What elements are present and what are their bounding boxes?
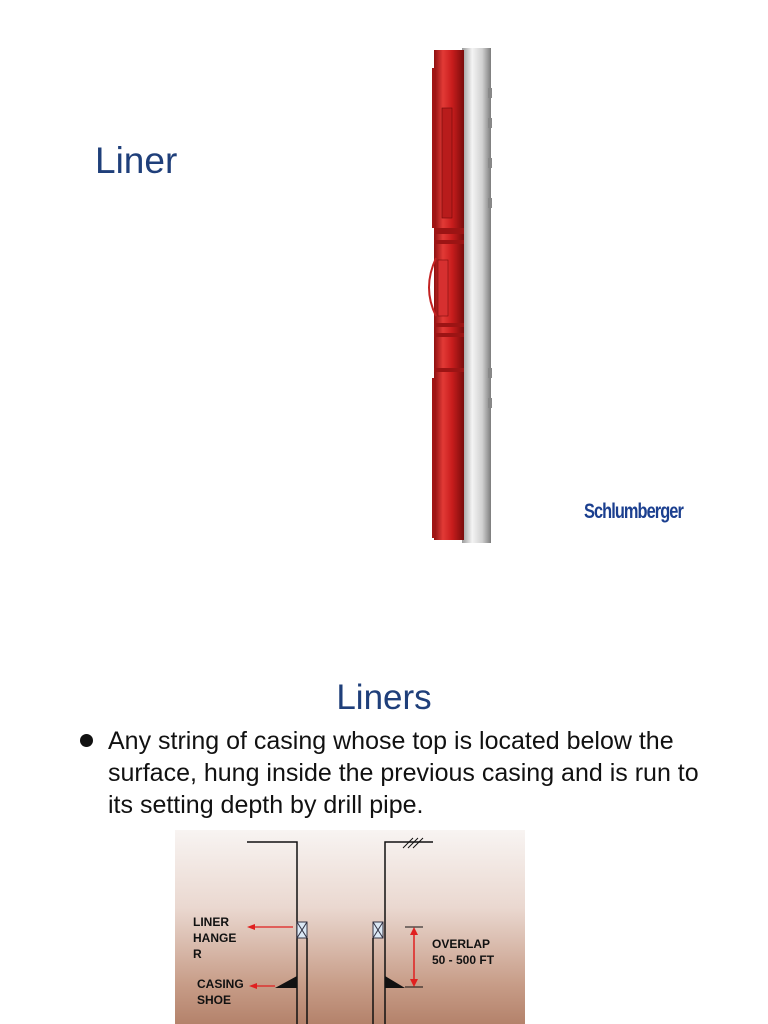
slide-liner: Liner <box>95 48 684 543</box>
bullet-text: Any string of casing whose top is locate… <box>108 727 699 819</box>
casing-shoe-label: CASING SHOE <box>197 977 244 1007</box>
liner-hanger-label: LINER HANGE R <box>193 915 237 961</box>
bullet-item: Any string of casing whose top is locate… <box>80 725 728 821</box>
liner-hanger-tool-image <box>428 48 492 543</box>
bullet-icon <box>80 734 93 747</box>
liner-diagram: LINER HANGE R CASING SHOE OVERLAP 50 - 5… <box>175 830 525 1024</box>
slide-title: Liners <box>336 678 432 717</box>
schlumberger-logo: Schlumberger <box>584 500 684 523</box>
slide-title: Liner <box>95 140 178 181</box>
diagram-drawing <box>247 837 433 1024</box>
overlap-label: OVERLAP 50 - 500 FT <box>432 937 495 967</box>
slide-liners: Liners Any string of casing whose top is… <box>0 640 768 1024</box>
